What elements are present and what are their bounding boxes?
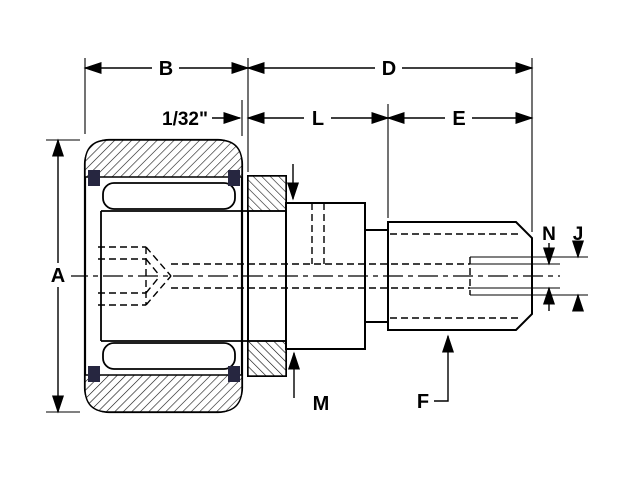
dim-label-n: N xyxy=(542,224,556,245)
label-bg-a xyxy=(45,263,71,287)
needle-roller-bottom xyxy=(102,342,236,370)
label-bg-e xyxy=(445,106,472,130)
hidden-detail xyxy=(98,203,471,306)
dim-label-a: A xyxy=(51,265,65,287)
hex-socket-cone-inner-upper xyxy=(145,258,161,277)
end-plate-top-right xyxy=(228,170,240,186)
dim-label-f: F xyxy=(417,391,429,413)
dim-label-b: B xyxy=(159,58,173,80)
end-plate-bottom-left xyxy=(88,366,100,382)
label-bg-b xyxy=(152,56,179,80)
end-plate-top-left xyxy=(88,170,100,186)
dim-label-gap: 1/32" xyxy=(162,109,208,130)
hex-socket-cone-lower xyxy=(145,275,172,306)
label-bg-d xyxy=(375,56,402,80)
dim-label-d: D xyxy=(382,58,396,80)
label-bg-l xyxy=(304,106,331,130)
flange-hatch-bottom xyxy=(247,340,287,377)
dimension-labels: A B D 1/32" L E N J M F xyxy=(45,56,583,415)
dim-label-e: E xyxy=(452,108,465,130)
dim-f-leader xyxy=(434,334,455,402)
end-plate-bottom-right xyxy=(228,366,240,382)
roller-section-hatch-bottom xyxy=(84,374,243,413)
dim-label-l: L xyxy=(312,108,324,130)
hex-socket-cone-inner-lower xyxy=(145,275,161,294)
dim-label-j: J xyxy=(573,224,584,245)
roller-section-hatch-top xyxy=(84,139,243,178)
needle-roller-top xyxy=(102,182,236,210)
flange-hatch-top xyxy=(247,175,287,212)
hex-socket-cone-upper xyxy=(145,246,172,277)
dim-label-m: M xyxy=(313,393,330,415)
